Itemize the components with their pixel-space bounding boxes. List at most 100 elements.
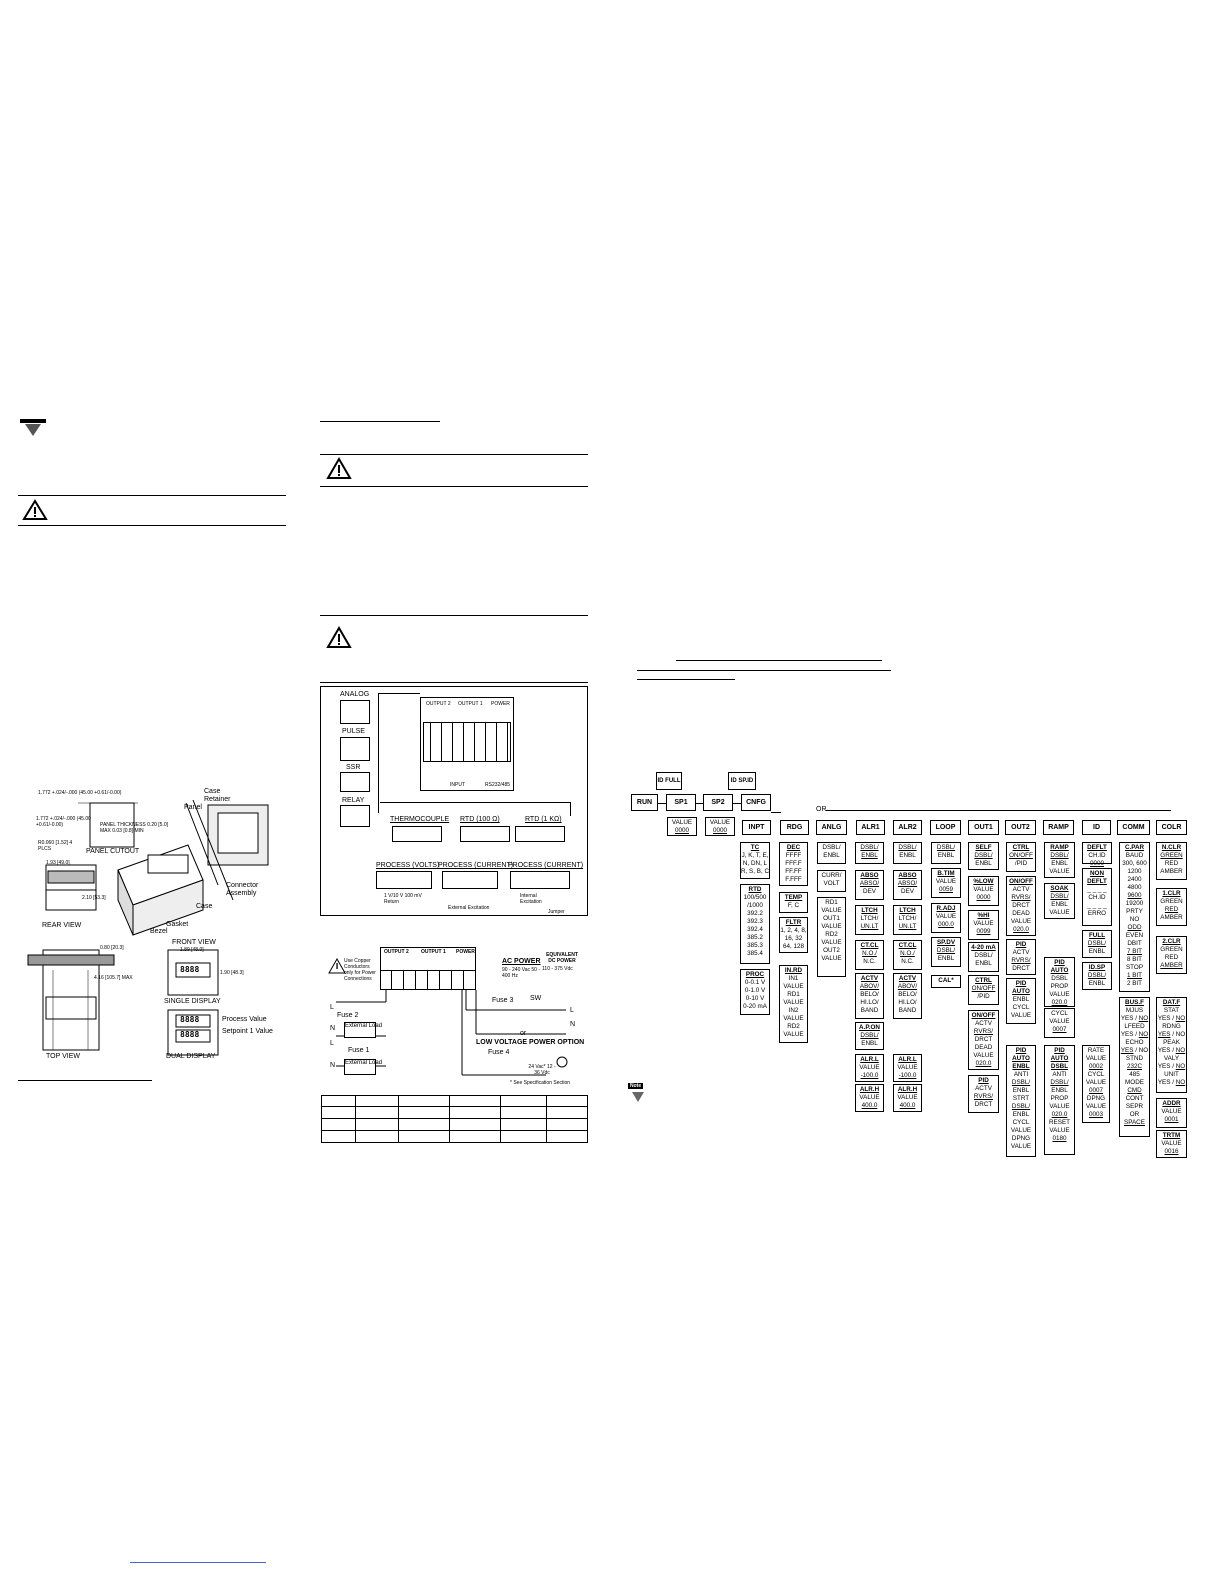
fuse3: Fuse 3	[492, 997, 514, 1004]
or-label: or	[520, 1030, 527, 1037]
menu-out1: OUT1	[968, 820, 999, 835]
dc-spec: 110 - 375 Vdc	[542, 966, 573, 972]
alr1-dsbl: DSBL/ENBL	[855, 842, 884, 864]
loop-cal: CAL*	[931, 975, 961, 988]
thermocouple-label: THERMOCOUPLE	[390, 816, 450, 823]
proc-volts-label: PROCESS (VOLTS)	[376, 862, 440, 869]
connector-label: Connector Assembly	[226, 882, 259, 897]
output-analog: ANALOG	[340, 691, 370, 698]
see-spec: * See Specification Section	[510, 1080, 571, 1086]
case-retainer-label: Case Retainer	[204, 788, 231, 803]
menu-out2: OUT2	[1005, 820, 1036, 835]
output2-label: OUTPUT 2	[426, 701, 451, 707]
lv-option: LOW VOLTAGE POWER OPTION	[476, 1039, 585, 1046]
note-icon: Note	[628, 1074, 650, 1102]
loop-dsbl: DSBL/ENBL	[931, 842, 961, 864]
menu-rdg: RDG	[780, 820, 809, 835]
panel-thickness: PANEL THICKNESS 0.20 [5.0] MAX 0.03 [0.8…	[100, 822, 168, 834]
proc-cur2-label: PROCESS (CURRENT)	[508, 862, 584, 869]
rtd100-label: RTD (100 Ω)	[460, 816, 500, 823]
id-spid-box: ID SP.ID	[728, 772, 756, 790]
menu-loop: LOOP	[930, 820, 961, 835]
dual-sp-digits: 8888	[180, 1030, 200, 1039]
sw-label: SW	[530, 995, 542, 1002]
power-label: POWER	[491, 701, 510, 707]
footer-link-line[interactable]	[130, 1562, 266, 1563]
ac-power: AC POWER	[502, 958, 541, 965]
int-exc-label: Internal Excitation	[520, 893, 542, 905]
dim-4: 1.93 [49.0]	[46, 860, 70, 866]
jumper-label: Jumper	[548, 909, 565, 915]
copper-note: Use Copper Conductors only for Power Con…	[344, 958, 376, 982]
dual-pv-digits: 8888	[180, 1015, 200, 1024]
menu-inpt: INPT	[742, 820, 771, 835]
dim-7: 0.80 [20.3]	[100, 945, 124, 951]
pw-output2: OUTPUT 2	[384, 949, 409, 955]
dim-6: 4.16 [105.7] MAX	[94, 975, 133, 981]
front-view-label: FRONT VIEW	[172, 939, 216, 946]
case-label: Case	[196, 903, 213, 910]
ac-spec: 90 - 240 Vac 50 - 400 Hz	[502, 967, 540, 979]
dc-power: EQUIVALENT DC POWER	[546, 952, 578, 964]
anlg-curr: CURR/VOLT	[817, 870, 846, 892]
output-ssr: SSR	[346, 764, 361, 771]
panel-cutout-label: PANEL CUTOUT	[86, 848, 140, 855]
pw-output1: OUTPUT 1	[421, 949, 446, 955]
menu-ramp: RAMP	[1043, 820, 1074, 835]
proc-cur1-label: PROCESS (CURRENT)	[438, 862, 514, 869]
menu-comm: COMM	[1117, 820, 1150, 835]
lv-spec: 24 Vac* 12 - 36 Vdc	[528, 1064, 556, 1076]
process-value-label: Process Value	[222, 1016, 267, 1023]
fuse1: Fuse 1	[348, 1047, 370, 1054]
menu-id: ID	[1082, 820, 1111, 835]
fuse4: Fuse 4	[488, 1049, 510, 1056]
bezel-label: Bezel	[150, 928, 168, 935]
rear-view-label: REAR VIEW	[42, 922, 82, 929]
setpoint-label: Setpoint 1 Value	[222, 1028, 273, 1035]
sp2-box: SP2	[703, 794, 733, 811]
rtd1k-label: RTD (1 KΩ)	[525, 816, 562, 823]
anlg-dsbl: DSBL/ENBL	[817, 842, 846, 864]
menu-colr: COLR	[1156, 820, 1187, 835]
